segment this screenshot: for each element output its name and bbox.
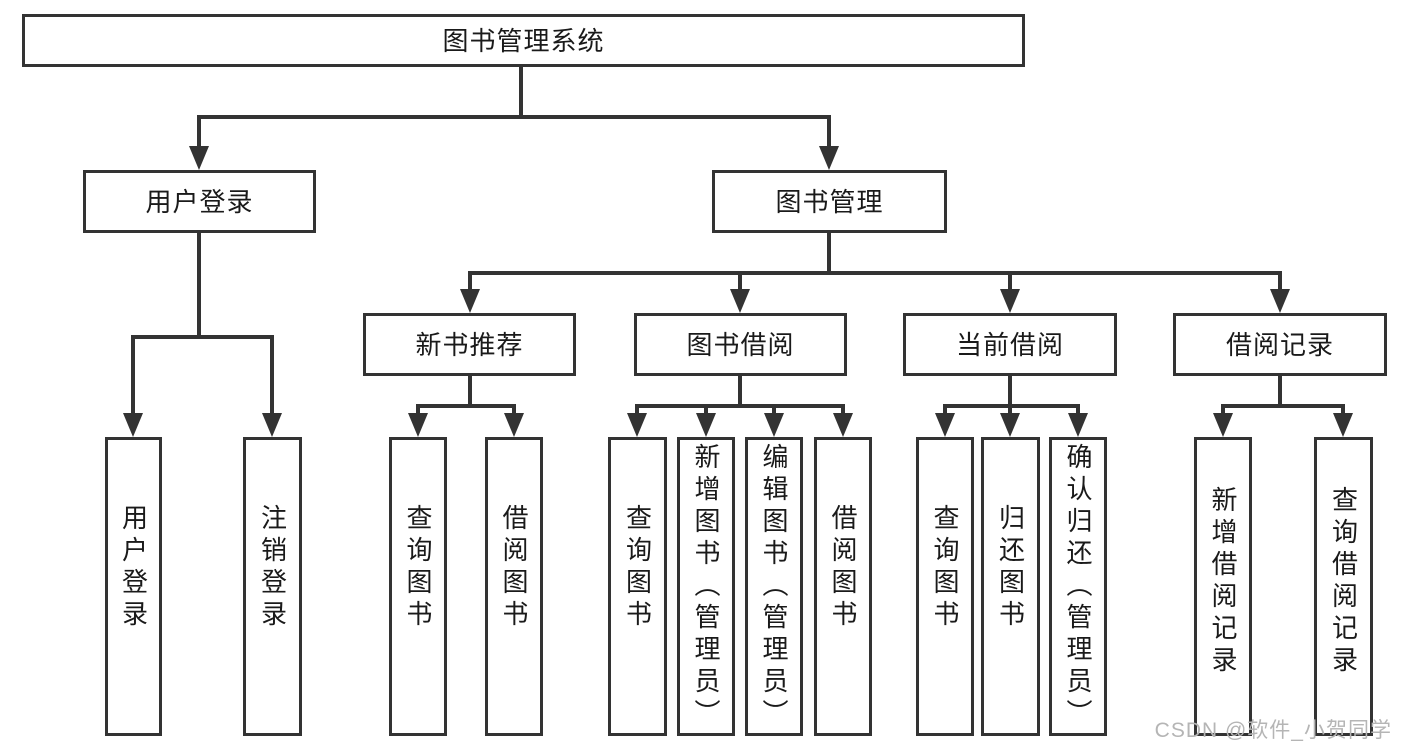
connector-book-borrowing-group [635,376,845,415]
leaf-query-books-1: 查询图书 [389,437,447,736]
leaf-logout-label: 注销登录 [257,503,288,632]
arrow-icon [696,413,716,437]
node-borrowing-records-label: 借阅记录 [1225,329,1334,360]
leaf-add-book-admin-label: 新增图书（管理员） [691,442,721,731]
arrow-icon [730,289,750,313]
arrow-icon [935,413,955,437]
node-new-book-recommendation: 新书推荐 [363,313,576,376]
leaf-confirm-return-admin: 确认归还（管理员） [1049,437,1107,736]
arrow-icon [1000,413,1020,437]
node-borrowing-records: 借阅记录 [1173,313,1387,376]
leaf-borrow-books-2-label: 借阅图书 [828,503,858,632]
arrow-icon [189,146,209,170]
leaf-return-book-label: 归还图书 [995,503,1026,632]
leaf-logout: 注销登录 [243,437,302,736]
node-new-book-recommendation-label: 新书推荐 [415,329,524,360]
leaf-borrow-books-2: 借阅图书 [814,437,872,736]
node-book-borrowing: 图书借阅 [634,313,847,376]
connector-borrow-records-group [1221,376,1345,415]
connector-current-borrowing-group [943,376,1080,415]
leaf-add-book-admin: 新增图书（管理员） [677,437,735,736]
leaf-query-books-1-label: 查询图书 [403,503,433,632]
arrow-icon [408,413,428,437]
leaf-query-borrow-record-label: 查询借阅记录 [1328,485,1359,678]
leaf-edit-book-admin-label: 编辑图书（管理员） [759,442,789,731]
node-current-borrowing: 当前借阅 [903,313,1117,376]
arrow-icon [764,413,784,437]
arrow-icon [1333,413,1353,437]
leaf-add-borrow-record: 新增借阅记录 [1194,437,1252,736]
connector-user-login-branch [131,233,274,415]
node-current-borrowing-label: 当前借阅 [955,329,1064,360]
node-book-management: 图书管理 [712,170,947,233]
leaf-edit-book-admin: 编辑图书（管理员） [745,437,803,736]
connector-book-management-rail [468,233,1282,291]
arrow-icon [1068,413,1088,437]
node-library-system-label: 图书管理系统 [442,25,605,56]
arrow-icon [504,413,524,437]
leaf-return-book: 归还图书 [981,437,1040,736]
node-book-management-label: 图书管理 [775,186,884,217]
leaf-query-borrow-record: 查询借阅记录 [1314,437,1373,736]
arrow-icon [460,289,480,313]
leaf-confirm-return-admin-label: 确认归还（管理员） [1063,442,1093,731]
node-user-login-label: 用户登录 [145,186,254,217]
leaf-query-books-3: 查询图书 [916,437,974,736]
leaf-user-login-label: 用户登录 [118,503,149,632]
arrow-icon [1213,413,1233,437]
arrow-icon [1270,289,1290,313]
connector-new-book-group [416,376,516,415]
arrow-icon [1000,289,1020,313]
arrow-icon [627,413,647,437]
node-book-borrowing-label: 图书借阅 [686,329,795,360]
arrow-icon [819,146,839,170]
leaf-borrow-books-1-label: 借阅图书 [499,503,529,632]
leaf-query-books-3-label: 查询图书 [930,503,960,632]
node-library-system: 图书管理系统 [22,14,1025,67]
arrow-icon [262,413,282,437]
leaf-borrow-books-1: 借阅图书 [485,437,543,736]
leaf-query-books-2: 查询图书 [608,437,667,736]
arrow-icon [123,413,143,437]
arrow-icon [833,413,853,437]
connector-level2-rail [197,115,831,148]
leaf-query-books-2-label: 查询图书 [622,503,653,632]
node-user-login: 用户登录 [83,170,316,233]
leaf-add-borrow-record-label: 新增借阅记录 [1208,485,1238,678]
csdn-watermark: CSDN @软件_小贺同学 [1154,719,1392,742]
leaf-user-login: 用户登录 [105,437,162,736]
